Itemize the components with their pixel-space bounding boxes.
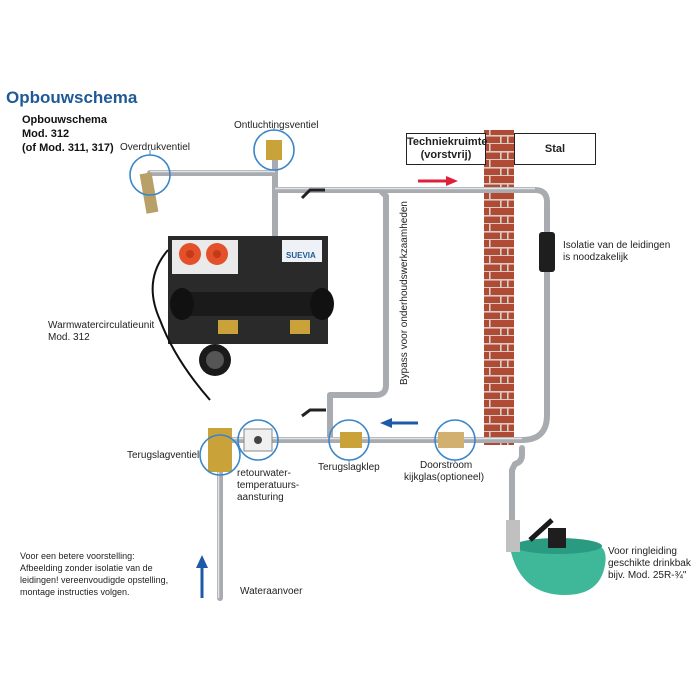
label-check-valve: Terugslagklep bbox=[318, 462, 380, 473]
label-insulation-2: is noodzakelijk bbox=[563, 252, 629, 263]
subtitle-line-1: Opbouwschema bbox=[22, 114, 107, 126]
stable-box: Stal bbox=[514, 133, 596, 165]
stable-box-label: Stal bbox=[544, 143, 566, 155]
label-vent-valve: Ontluchtingsventiel bbox=[234, 120, 319, 131]
label-bowl-3: bijv. Mod. 25R-¾" bbox=[608, 570, 687, 581]
pipe-bowl-feed bbox=[509, 445, 525, 523]
label-return-2: temperatuurs- bbox=[237, 480, 300, 491]
label-return-1: retourwater- bbox=[237, 468, 291, 479]
label-insulation-1: Isolatie van de leidingen bbox=[563, 240, 671, 251]
bypass-label: Bypass voor onderhoudswerkzaamheden bbox=[399, 201, 410, 385]
room-box: Techniekruimte (vorstvrij) bbox=[406, 133, 488, 165]
note-line-4: montage instructies volgen. bbox=[20, 587, 130, 597]
ball-valve-handle-bypass bbox=[301, 408, 326, 418]
note-line-3: leidingen! vereenvoudigde opstelling, bbox=[20, 575, 169, 585]
vent-valve bbox=[266, 140, 282, 160]
drinking-bowl bbox=[506, 518, 606, 595]
check-valve bbox=[340, 432, 362, 448]
pipe-network bbox=[147, 147, 550, 601]
label-non-return-valve: Terugslagventiel bbox=[127, 450, 200, 461]
subtitle-line-3: (of Mod. 311, 317) bbox=[22, 142, 114, 154]
overpressure-valve bbox=[139, 172, 159, 214]
brick-wall bbox=[484, 130, 514, 445]
brand-logo: SUEVIA bbox=[286, 251, 316, 260]
label-return-3: aansturing bbox=[237, 492, 284, 503]
flow-arrow-red bbox=[418, 176, 458, 186]
circulation-unit bbox=[151, 236, 334, 401]
label-unit-1: Warmwatercirculatieunit bbox=[48, 320, 155, 331]
pipe-supply bbox=[272, 187, 550, 238]
room-box-line-1: Techniekruimte bbox=[407, 136, 488, 148]
label-unit-2: Mod. 312 bbox=[48, 332, 90, 343]
label-sight-glass-2: kijkglas(optioneel) bbox=[404, 472, 485, 483]
page-title: Opbouwschema bbox=[6, 88, 138, 107]
label-overpressure-valve: Overdrukventiel bbox=[120, 142, 191, 153]
subtitle-line-2: Mod. 312 bbox=[22, 128, 70, 140]
flow-arrow-blue bbox=[380, 418, 418, 428]
pipe-insulation bbox=[539, 232, 555, 272]
pipe-stable-return bbox=[519, 265, 550, 443]
sight-glass bbox=[438, 432, 464, 448]
room-box-line-2: (vorstvrij) bbox=[420, 149, 472, 161]
label-sight-glass-1: Doorstroom bbox=[420, 460, 473, 471]
note-line-1: Voor een betere voorstelling: bbox=[20, 551, 135, 561]
label-water-supply: Wateraanvoer bbox=[240, 586, 303, 597]
label-bowl-2: geschikte drinkbak bbox=[608, 558, 691, 569]
flow-arrow-up bbox=[196, 555, 208, 598]
ball-valve-handle-top bbox=[300, 188, 325, 200]
pipe-bypass bbox=[327, 187, 389, 443]
note-line-2: Afbeelding zonder isolatie van de bbox=[20, 563, 153, 573]
label-bowl-1: Voor ringleiding bbox=[608, 546, 677, 557]
